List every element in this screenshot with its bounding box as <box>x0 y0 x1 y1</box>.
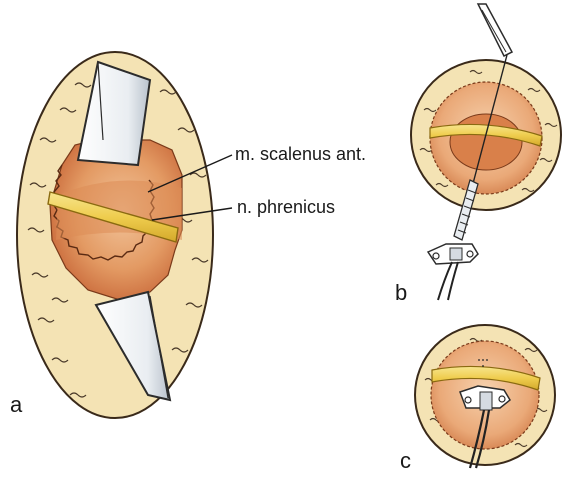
label-phrenicus: n. phrenicus <box>237 197 335 217</box>
scalenus-muscle-b <box>450 114 522 170</box>
panel-label-b: b <box>395 280 407 305</box>
panel-b-illustration: b <box>395 4 561 305</box>
panel-label-c: c <box>400 448 411 473</box>
panel-label-a: a <box>10 392 23 417</box>
panel-a-illustration: m. scalenus ant. n. phrenicus a <box>10 52 366 418</box>
label-scalenus: m. scalenus ant. <box>235 144 366 164</box>
panel-c-illustration: c <box>400 325 555 473</box>
